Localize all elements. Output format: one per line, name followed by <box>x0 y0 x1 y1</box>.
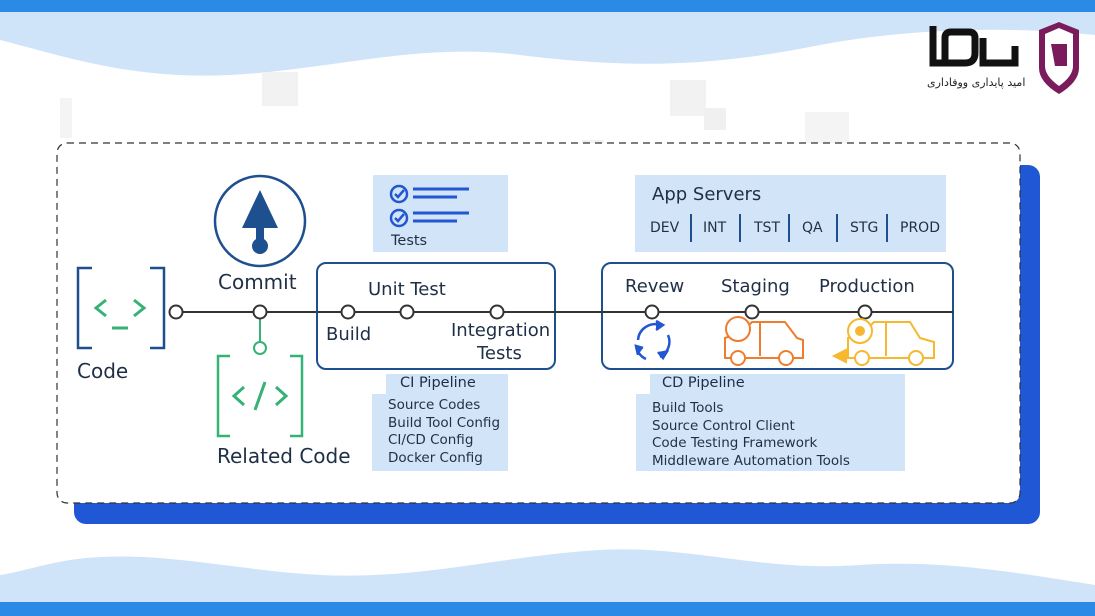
ci-pipeline-list: Source Codes Build Tool Config CI/CD Con… <box>388 397 500 467</box>
env-int: INT <box>703 220 727 236</box>
code-icon <box>76 266 166 350</box>
refresh-cycle-icon <box>634 319 671 361</box>
logo-tagline: امید پایداری ووفاداری <box>927 76 1026 89</box>
ci-pipeline-label: CI Pipeline <box>400 375 476 391</box>
cd-pipeline-panel: CD Pipeline Build Tools Source Control C… <box>636 374 905 471</box>
related-code-icon <box>216 354 304 438</box>
list-item: Source Codes <box>388 397 481 413</box>
logo: امید پایداری ووفاداری <box>925 18 1085 98</box>
integration-label: Integration <box>451 320 551 341</box>
related-code-label: Related Code <box>217 444 351 468</box>
unit-test-label: Unit Test <box>368 279 446 300</box>
list-item: Middleware Automation Tools <box>652 452 850 469</box>
checklist-lines-icon <box>389 184 469 228</box>
tests-label: Tests <box>391 233 428 249</box>
env-prod: PROD <box>900 220 940 236</box>
stage-review-label: Revew <box>625 276 685 297</box>
list-item: Docker Config <box>388 449 483 466</box>
staging-car-icon <box>724 316 804 366</box>
tests-panel: Tests <box>373 175 508 252</box>
list-item: CI/CD Config <box>388 432 474 449</box>
list-item: Source Control Client <box>652 417 795 434</box>
ci-pipeline-panel: CI Pipeline Source Codes Build Tool Conf… <box>372 374 508 471</box>
list-item: Code Testing Framework <box>652 435 818 452</box>
production-car-icon <box>831 318 935 366</box>
stage-staging-label: Staging <box>721 276 790 297</box>
stage-production-label: Production <box>819 276 915 297</box>
panel-notch <box>636 374 650 394</box>
commit-label: Commit <box>218 270 297 294</box>
app-servers-title: App Servers <box>652 184 762 205</box>
cd-pipeline-label: CD Pipeline <box>662 375 745 391</box>
list-item: Build Tools <box>652 400 724 416</box>
commit-icon <box>213 174 307 268</box>
integration-tests-label: Tests <box>477 343 522 364</box>
env-dev: DEV <box>650 220 680 236</box>
env-stg: STG <box>850 220 879 236</box>
pipeline-node <box>168 304 873 320</box>
build-label: Build <box>326 324 372 345</box>
list-item: Build Tool Config <box>388 414 501 431</box>
env-tst: TST <box>754 220 780 236</box>
env-qa: QA <box>802 220 823 236</box>
cd-pipeline-list: Build Tools Source Control Client Code T… <box>652 400 850 470</box>
panel-notch <box>372 374 386 394</box>
code-label: Code <box>77 359 129 383</box>
logo-mark-icon <box>929 22 1079 94</box>
app-servers-panel: App Servers <box>635 175 946 252</box>
